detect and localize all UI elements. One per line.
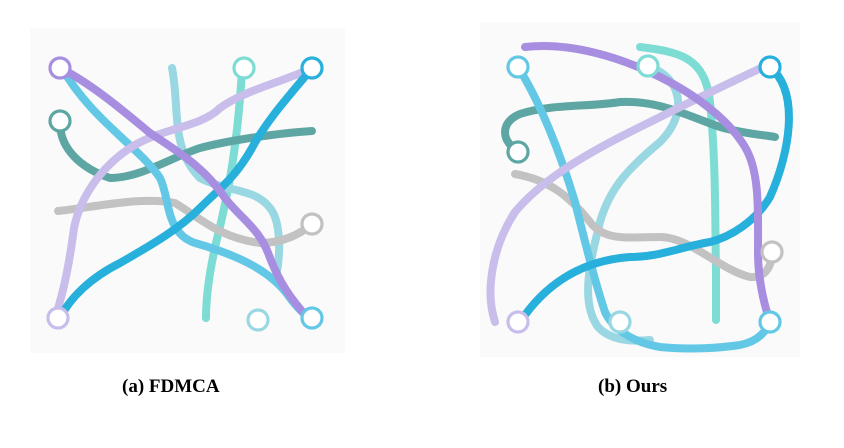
node-teal-left [506,140,530,164]
node-lavender-bottom-left [506,310,530,334]
caption-a: (a) FDMCA [122,376,220,397]
panel-b-canvas [480,22,800,357]
panel-b-drawing [480,22,800,357]
node-pale-blue-bottom [608,310,632,334]
caption-b: (b) Ours [598,376,668,397]
node-pale-blue-bottom [246,308,270,332]
node-lavender-bottom-left [46,306,70,330]
panel-a-canvas [30,28,345,353]
node-purple-top-left [48,56,72,80]
wire-aqua [202,66,246,322]
wire-blue [516,63,793,326]
wire-purple [521,42,774,326]
wire-blue [56,64,316,322]
node-aqua-top [636,54,660,78]
wire-aqua [636,43,720,324]
wire-gray [54,196,316,247]
node-blue-top-right [300,56,324,80]
node-light-blue-bottom-right [758,310,782,334]
node-gray-right [760,240,784,264]
wire-pale-blue [168,64,284,280]
node-teal-left [48,109,72,133]
node-blue-top-right [758,55,782,79]
node-gray-right [300,212,324,236]
panel-a-drawing [30,28,345,353]
wire-light-blue [514,63,774,353]
node-light-blue-bottom-right [300,306,324,330]
wire-lavender [486,60,774,326]
wire-lavender [51,64,316,322]
node-light-blue-top-left [506,55,530,79]
wire-purple [56,64,312,322]
node-aqua-top [232,56,256,80]
